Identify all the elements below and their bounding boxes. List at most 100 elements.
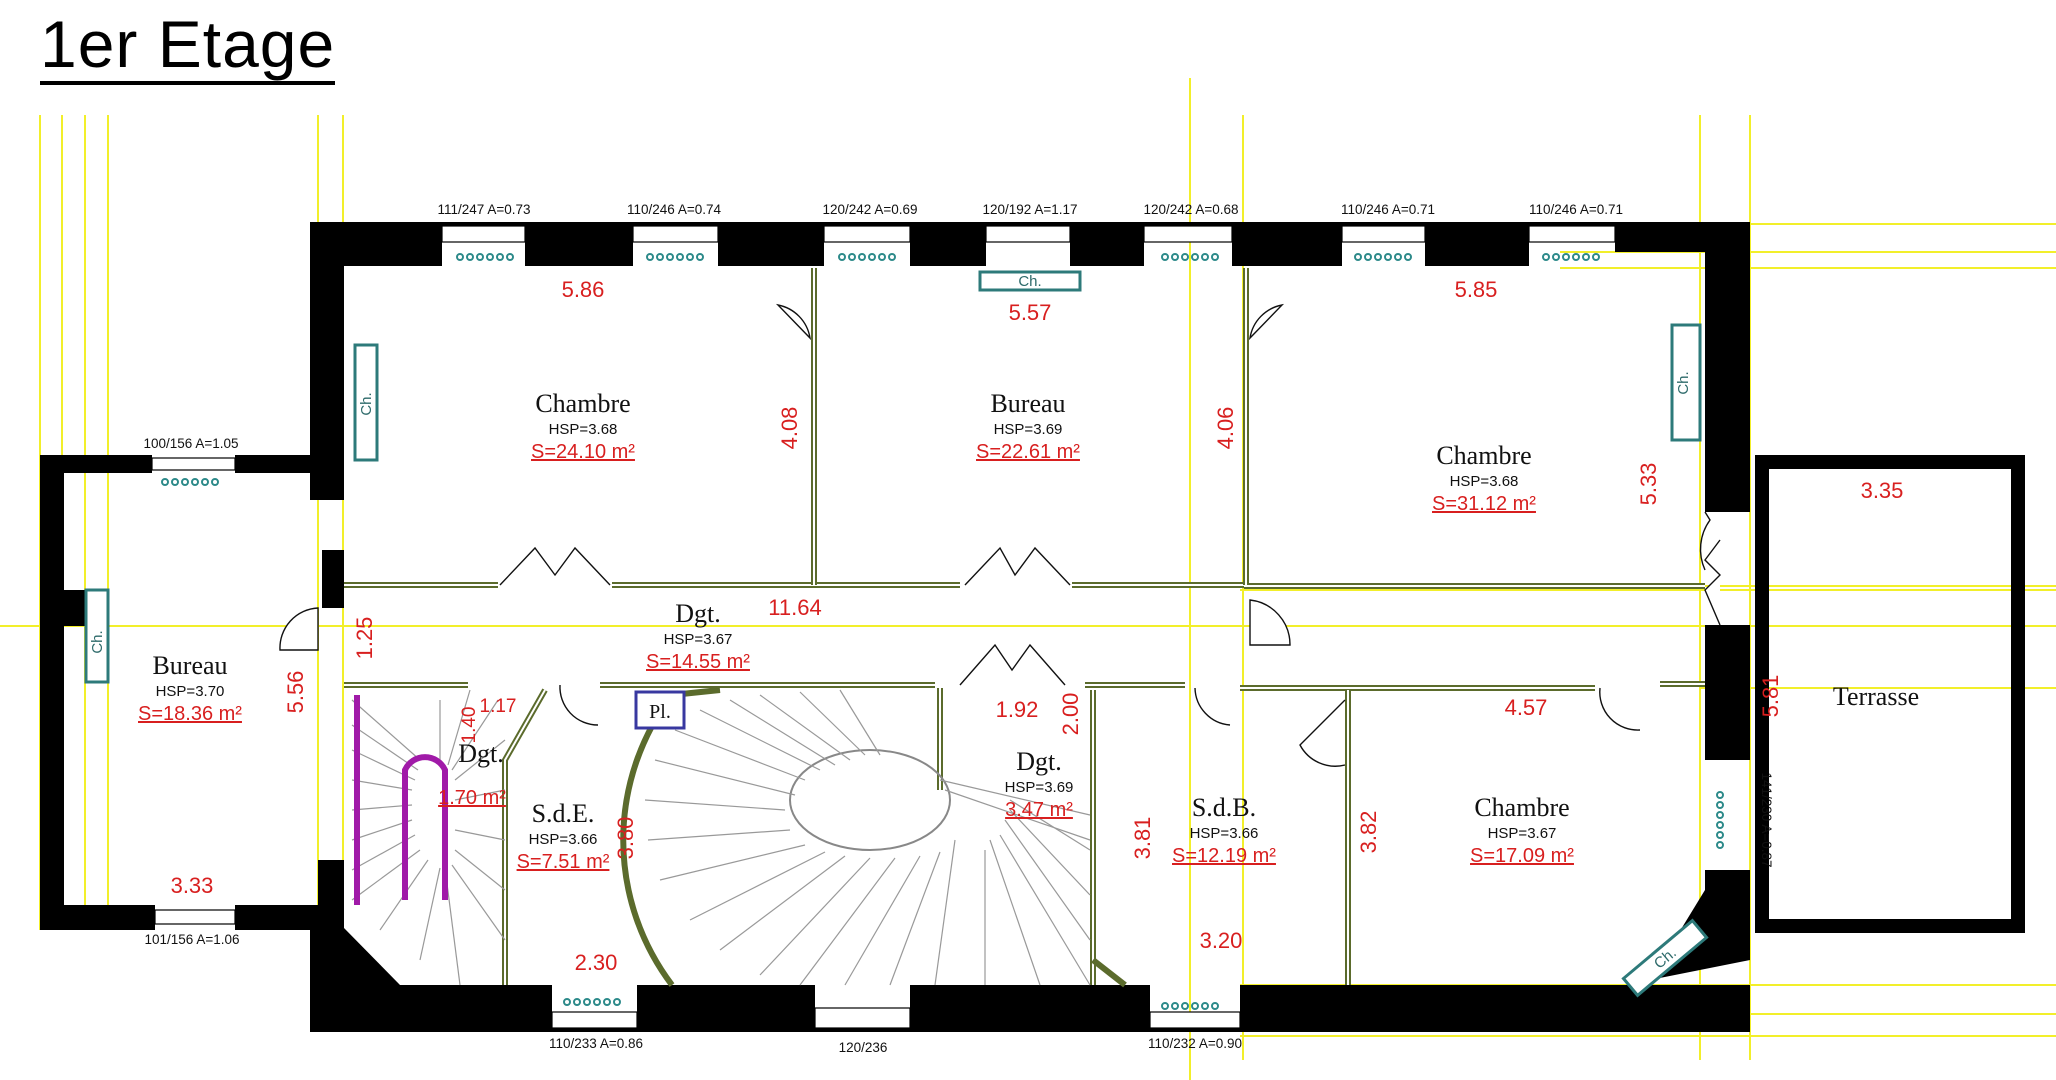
room-name: Dgt. xyxy=(458,739,504,768)
room-hsp: HSP=3.69 xyxy=(1005,779,1074,796)
room-sde: S.d.E. HSP=3.66 S=7.51 m² xyxy=(517,799,610,873)
window-label: 120/242 A=0.69 xyxy=(823,202,918,217)
room-name: Bureau xyxy=(990,389,1065,418)
dimension-label: 3.82 xyxy=(1356,811,1381,854)
room-area: S=22.61 m² xyxy=(976,441,1080,463)
chimney-label: Ch. xyxy=(358,392,375,415)
dimension-label: 1.40 xyxy=(459,707,480,744)
chimney-icon: Ch. xyxy=(353,343,379,462)
dimension-label: 2.00 xyxy=(1058,693,1083,736)
window-label: 110/233 A=0.86 xyxy=(549,1036,643,1051)
dimension-label: 5.56 xyxy=(283,671,308,714)
dimension-label: 3.81 xyxy=(1130,817,1155,860)
room-chambre-1: Chambre HSP=3.68 S=24.10 m² xyxy=(531,389,635,463)
room-name: Dgt. xyxy=(675,599,721,628)
window-label: 120/242 A=0.68 xyxy=(1144,202,1239,217)
window-label: 110/246 A=0.71 xyxy=(1529,202,1623,217)
radiator-icon xyxy=(1161,1002,1219,1010)
radiator-icon xyxy=(838,253,896,261)
room-hsp: HSP=3.68 xyxy=(1450,473,1519,490)
chimney-label: Ch. xyxy=(1675,371,1692,394)
dimension-label: 11.64 xyxy=(768,595,821,620)
radiator-icon xyxy=(456,253,514,261)
dimension-label: 4.06 xyxy=(1213,407,1238,450)
dimension-label: 5.85 xyxy=(1455,277,1498,302)
room-dgt-3: Dgt. HSP=3.69 3.47 m² xyxy=(1005,747,1074,821)
radiator-icon xyxy=(646,253,704,261)
room-area: S=18.36 m² xyxy=(138,703,242,725)
window-label: 110/246 A=0.74 xyxy=(627,202,721,217)
room-name: Chambre xyxy=(1474,793,1569,822)
room-area: 1.70 m² xyxy=(438,787,506,809)
room-name: S.d.B. xyxy=(1192,793,1256,822)
radiator-icon xyxy=(1716,791,1724,849)
radiators xyxy=(161,253,1724,1010)
room-terrasse: Terrasse xyxy=(1833,682,1919,711)
room-area: S=17.09 m² xyxy=(1470,845,1574,867)
dimension-label: 3.80 xyxy=(613,817,638,860)
dimension-label: 5.33 xyxy=(1636,463,1661,506)
dimension-label: 4.57 xyxy=(1505,695,1548,720)
dimensions: 5.86 5.57 5.85 4.08 4.06 5.33 3.35 11.64… xyxy=(171,277,1904,975)
radiator-icon xyxy=(563,998,621,1006)
dimension-label: 4.08 xyxy=(777,407,802,450)
dimension-label: 5.81 xyxy=(1758,675,1783,718)
radiator-icon xyxy=(1542,253,1600,261)
dimension-label: 1.17 xyxy=(480,696,517,717)
dimension-label: 3.33 xyxy=(171,873,214,898)
placard-label: Pl. xyxy=(649,701,671,723)
room-area: S=7.51 m² xyxy=(517,851,610,873)
radiator-icon xyxy=(161,478,219,486)
window-label: 111/247 A=0.73 xyxy=(438,202,531,217)
room-hsp: HSP=3.67 xyxy=(1488,825,1557,842)
window-label: 110/232 A=0.90 xyxy=(1148,1036,1242,1051)
room-hsp: HSP=3.66 xyxy=(529,831,598,848)
room-name: S.d.E. xyxy=(532,799,595,828)
interior-partitions xyxy=(344,268,1705,988)
room-hsp: HSP=3.70 xyxy=(156,683,225,700)
room-area: 3.47 m² xyxy=(1005,799,1073,821)
chimney-icon: Ch. xyxy=(978,270,1082,292)
room-hsp: HSP=3.66 xyxy=(1190,825,1259,842)
dimension-label: 2.30 xyxy=(575,950,618,975)
radiator-icon xyxy=(1354,253,1412,261)
dimension-label: 1.92 xyxy=(996,697,1039,722)
window-label: 120/192 A=1.17 xyxy=(983,202,1078,217)
dimension-label: 5.86 xyxy=(562,277,605,302)
window-label: 100/156 A=1.05 xyxy=(144,436,239,451)
secondary-staircase xyxy=(351,689,506,986)
chimney-label: Ch. xyxy=(1018,273,1041,290)
room-area: S=12.19 m² xyxy=(1172,845,1276,867)
room-sdb: S.d.B. HSP=3.66 S=12.19 m² xyxy=(1172,793,1276,867)
room-bureau-1: Bureau HSP=3.69 S=22.61 m² xyxy=(976,389,1080,463)
chimney-icon: Ch. xyxy=(84,588,110,684)
window-label: 101/156 A=1.06 xyxy=(145,932,240,947)
room-chambre-2: Chambre HSP=3.68 S=31.12 m² xyxy=(1432,441,1536,515)
room-name: Bureau xyxy=(152,651,227,680)
dimension-label: 1.25 xyxy=(352,617,377,660)
room-hsp: HSP=3.69 xyxy=(994,421,1063,438)
placard: Pl. xyxy=(634,690,686,730)
chimney-icon: Ch. xyxy=(1670,323,1702,442)
page-title: 1er Etage xyxy=(40,9,336,86)
room-area: S=14.55 m² xyxy=(646,651,750,673)
dimension-label: 3.20 xyxy=(1200,928,1243,953)
room-dgt-2: Dgt. 1.70 m² xyxy=(438,739,506,809)
room-hsp: HSP=3.67 xyxy=(664,631,733,648)
dimension-label: 5.57 xyxy=(1009,300,1052,325)
room-area: S=24.10 m² xyxy=(531,441,635,463)
radiator-icon xyxy=(1161,253,1219,261)
window-label: 120/236 xyxy=(839,1040,888,1055)
room-dgt-1: Dgt. HSP=3.67 S=14.55 m² xyxy=(646,599,750,673)
room-area: S=31.12 m² xyxy=(1432,493,1536,515)
window-label: 110/246 A=0.71 xyxy=(1341,202,1435,217)
window-label: 141/230 A=0.87 xyxy=(1759,773,1774,868)
room-name: Terrasse xyxy=(1833,682,1919,711)
room-name: Dgt. xyxy=(1016,747,1062,776)
room-bureau-2: Bureau HSP=3.70 S=18.36 m² xyxy=(138,651,242,725)
room-name: Chambre xyxy=(1436,441,1531,470)
window-panes xyxy=(151,225,1616,1029)
room-hsp: HSP=3.68 xyxy=(549,421,618,438)
room-chambre-3: Chambre HSP=3.67 S=17.09 m² xyxy=(1470,793,1574,867)
